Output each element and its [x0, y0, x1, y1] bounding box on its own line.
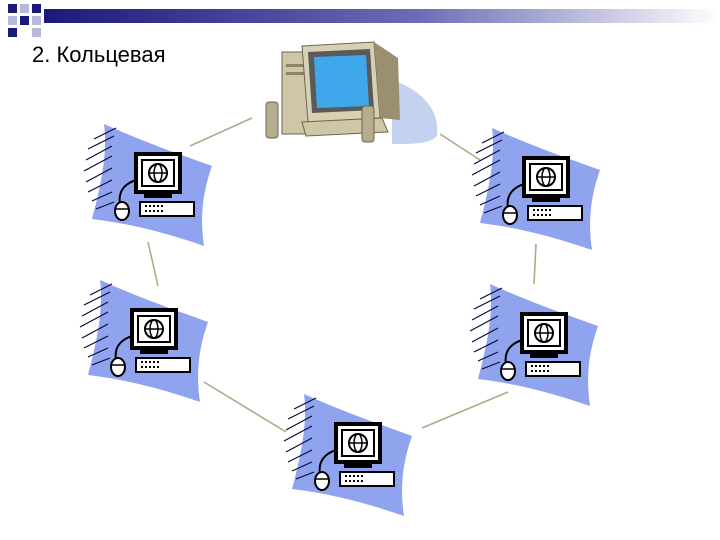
terminal-bottom: [282, 392, 414, 518]
header-square-2: [20, 4, 29, 13]
header-square-7: [8, 28, 17, 37]
terminal-top-left: [82, 122, 214, 248]
network-terminal-icon: [282, 392, 414, 518]
terminal-top-right: [470, 126, 602, 252]
header-square-8: [32, 28, 41, 37]
network-terminal-icon: [470, 126, 602, 252]
network-terminal-icon: [82, 122, 214, 248]
link-top-left-to-mid-left: [147, 241, 159, 287]
network-terminal-icon: [78, 278, 210, 404]
header-square-4: [8, 16, 17, 25]
server-computer-icon: [265, 41, 438, 144]
header-square-3: [32, 4, 41, 13]
header-gradient-bar: [44, 9, 720, 23]
ring-links: [147, 117, 537, 433]
network-terminal-icon: [468, 282, 600, 408]
header-square-5: [20, 16, 29, 25]
header-square-1: [8, 4, 17, 13]
link-mid-left-to-bottom: [203, 381, 287, 433]
link-server-to-top-left: [189, 117, 253, 147]
link-mid-right-to-bottom: [421, 391, 509, 429]
link-top-right-to-mid-right: [533, 243, 537, 285]
terminal-mid-left: [78, 278, 210, 404]
slide-title: 2. Кольцевая: [32, 42, 166, 67]
header-decor-band: [8, 4, 720, 37]
header-square-6: [32, 16, 41, 25]
link-server-to-top-right: [439, 133, 481, 161]
terminal-mid-right: [468, 282, 600, 408]
